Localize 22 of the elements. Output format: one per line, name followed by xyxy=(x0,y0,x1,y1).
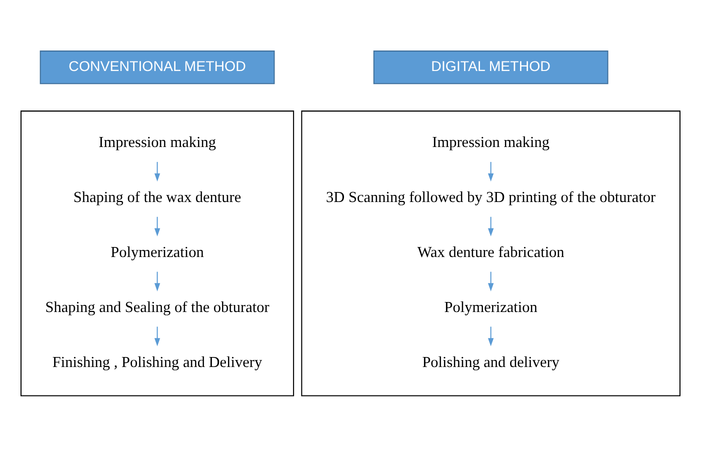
node-text: Impression making xyxy=(98,134,216,151)
node-box: DIGITAL METHOD xyxy=(373,50,608,84)
node-box: CONVENTIONAL METHOD xyxy=(40,50,275,84)
arrow xyxy=(488,216,494,236)
node-text: Polishing and delivery xyxy=(422,353,560,370)
cluster xyxy=(301,110,680,396)
node-text: Impression making xyxy=(432,134,550,151)
node-text: Shaping of the wax denture xyxy=(73,188,242,206)
arrow xyxy=(154,271,160,291)
arrow xyxy=(154,161,160,181)
arrow xyxy=(488,271,494,291)
arrow xyxy=(488,161,494,181)
node-text: Shaping and Sealing of the obturator xyxy=(45,298,270,316)
node-text: Polymerization xyxy=(110,243,204,260)
node-text: 3D Scanning followed by 3D printing of the obturator xyxy=(326,188,656,206)
arrow xyxy=(488,326,494,346)
arrow xyxy=(154,326,160,346)
node-text: Finishing , Polishing and Delivery xyxy=(52,353,262,370)
cluster xyxy=(20,110,294,396)
node-text: Wax denture fabrication xyxy=(417,243,564,260)
node-text: Polymerization xyxy=(444,298,538,316)
arrow xyxy=(154,216,160,236)
